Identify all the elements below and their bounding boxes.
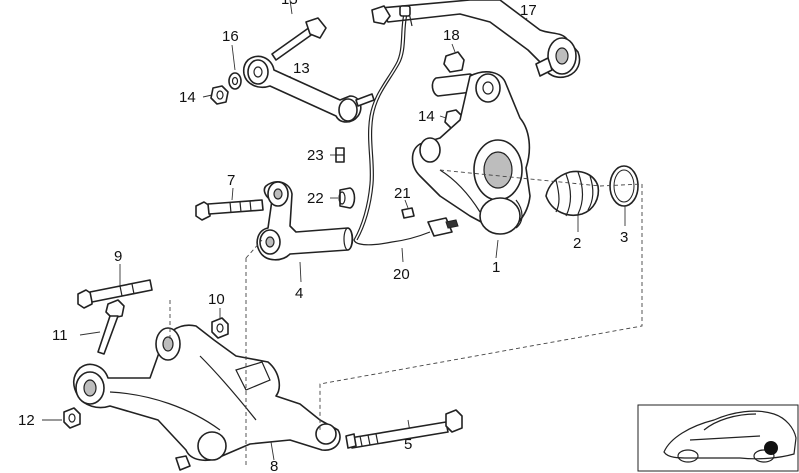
- label-14b: 14: [418, 108, 435, 125]
- part-7-bolt[interactable]: [195, 187, 264, 221]
- part-1-wheel-carrier[interactable]: [411, 71, 531, 259]
- vehicle-silhouette-icon: [663, 410, 797, 463]
- part-2-bellow-boot[interactable]: [545, 170, 600, 232]
- part-4-rubber-mount[interactable]: [256, 181, 354, 283]
- label-18: 18: [443, 27, 460, 44]
- part-9-bolt[interactable]: [77, 264, 153, 309]
- label-11: 11: [52, 327, 68, 344]
- label-4: 4: [295, 285, 303, 302]
- part-5-bolt[interactable]: [345, 409, 463, 449]
- part-11-bolt[interactable]: [79, 299, 125, 355]
- label-15: 15: [281, 0, 298, 8]
- rear-axle-marker: [764, 441, 778, 455]
- part-8-wishbone[interactable]: [72, 324, 341, 471]
- label-22: 22: [307, 190, 324, 207]
- label-21: 21: [394, 185, 411, 202]
- label-1: 1: [492, 259, 500, 276]
- part-23-clip[interactable]: [330, 147, 345, 163]
- label-12: 12: [18, 412, 35, 429]
- label-5: 5: [404, 436, 412, 453]
- part-15-bolt[interactable]: [271, 0, 327, 61]
- part-3-circlip[interactable]: [609, 165, 639, 226]
- label-16: 16: [222, 28, 239, 45]
- label-8: 8: [270, 458, 278, 473]
- part-number-labels: 15 17 16 18 13 14 14 23 7 22 21 2 3 1 9 …: [18, 0, 628, 473]
- part-18-rubber-mount[interactable]: [431, 43, 477, 97]
- label-2: 2: [573, 235, 581, 252]
- part-22-grommet[interactable]: [330, 187, 356, 209]
- part-12-nut[interactable]: [42, 407, 81, 429]
- part-10-nut[interactable]: [211, 308, 229, 339]
- label-7: 7: [227, 172, 235, 189]
- part-13-control-arm[interactable]: [242, 55, 375, 123]
- label-10: 10: [208, 291, 225, 308]
- assembly-guide-lines: [169, 169, 643, 468]
- label-13: 13: [293, 60, 310, 77]
- label-20: 20: [393, 266, 410, 283]
- label-9: 9: [114, 248, 122, 265]
- vehicle-thumbnail: [637, 404, 799, 472]
- label-17: 17: [520, 2, 537, 19]
- part-14a-nut[interactable]: [202, 85, 229, 105]
- label-14a: 14: [179, 89, 196, 106]
- label-23: 23: [307, 147, 324, 164]
- part-20-abs-sensor[interactable]: [353, 5, 459, 263]
- label-3: 3: [620, 229, 628, 246]
- part-21-fillister-screw[interactable]: [401, 199, 415, 219]
- part-16-washer[interactable]: [228, 44, 242, 90]
